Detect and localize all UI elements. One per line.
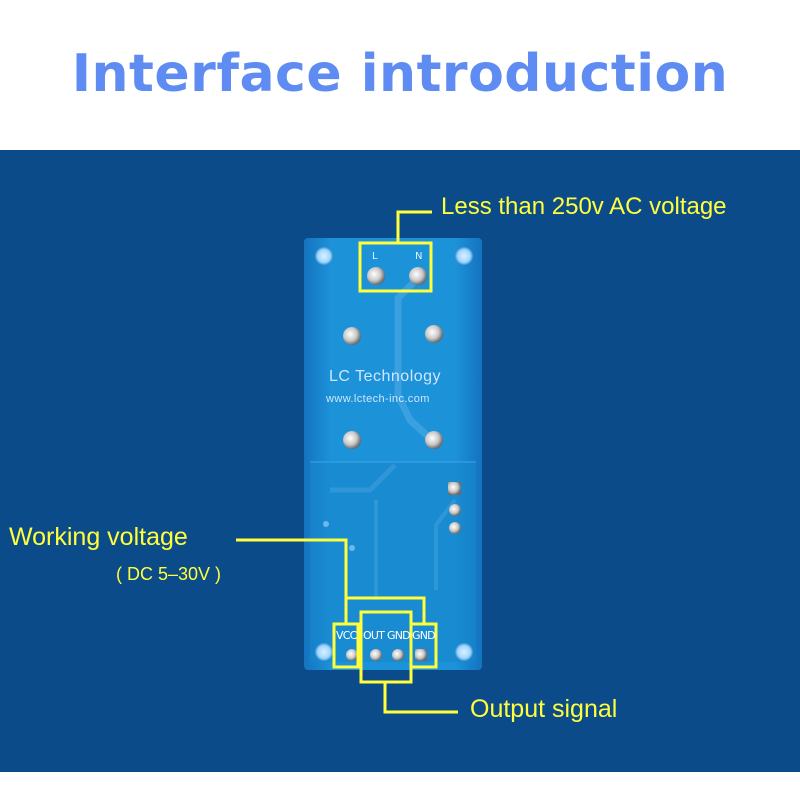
- pin-out: [370, 649, 382, 661]
- mounting-hole: [455, 247, 473, 265]
- ac-terminal-highlight: [358, 241, 433, 293]
- pin-label-vcc: VCC: [336, 629, 357, 642]
- product-photo-panel: LC Technology www.lctech-inc.com L N VCC…: [0, 150, 800, 772]
- output-signal-label: Output signal: [470, 695, 618, 723]
- ac-voltage-label: Less than 250v AC voltage: [441, 193, 727, 220]
- bottom-margin: [0, 772, 800, 800]
- terminal-label-n: N: [415, 251, 423, 262]
- terminal-label-l: L: [372, 251, 378, 262]
- working-voltage-range-label: ( DC 5–30V ): [116, 564, 222, 584]
- mounting-hole: [455, 643, 473, 661]
- mounting-hole: [315, 643, 333, 661]
- pin-vcc: [346, 649, 358, 661]
- mounting-hole: [315, 247, 333, 265]
- board-url-text: www.lctech-inc.com: [326, 393, 430, 405]
- pin-label-gnd: GND: [387, 629, 411, 642]
- working-voltage-label: Working voltage: [9, 523, 188, 551]
- terminal-pad-l: [367, 267, 385, 285]
- relay-board-illustration: [236, 210, 482, 714]
- board-brand-text: LC Technology: [329, 368, 442, 385]
- pin-label-gnd-2: GND: [412, 629, 436, 642]
- page-title: Interface introduction: [71, 44, 729, 104]
- terminal-pad-n: [409, 267, 427, 285]
- pin-gnd-2: [415, 649, 427, 661]
- pin-gnd: [392, 649, 404, 661]
- pin-label-out: OUT: [363, 629, 385, 642]
